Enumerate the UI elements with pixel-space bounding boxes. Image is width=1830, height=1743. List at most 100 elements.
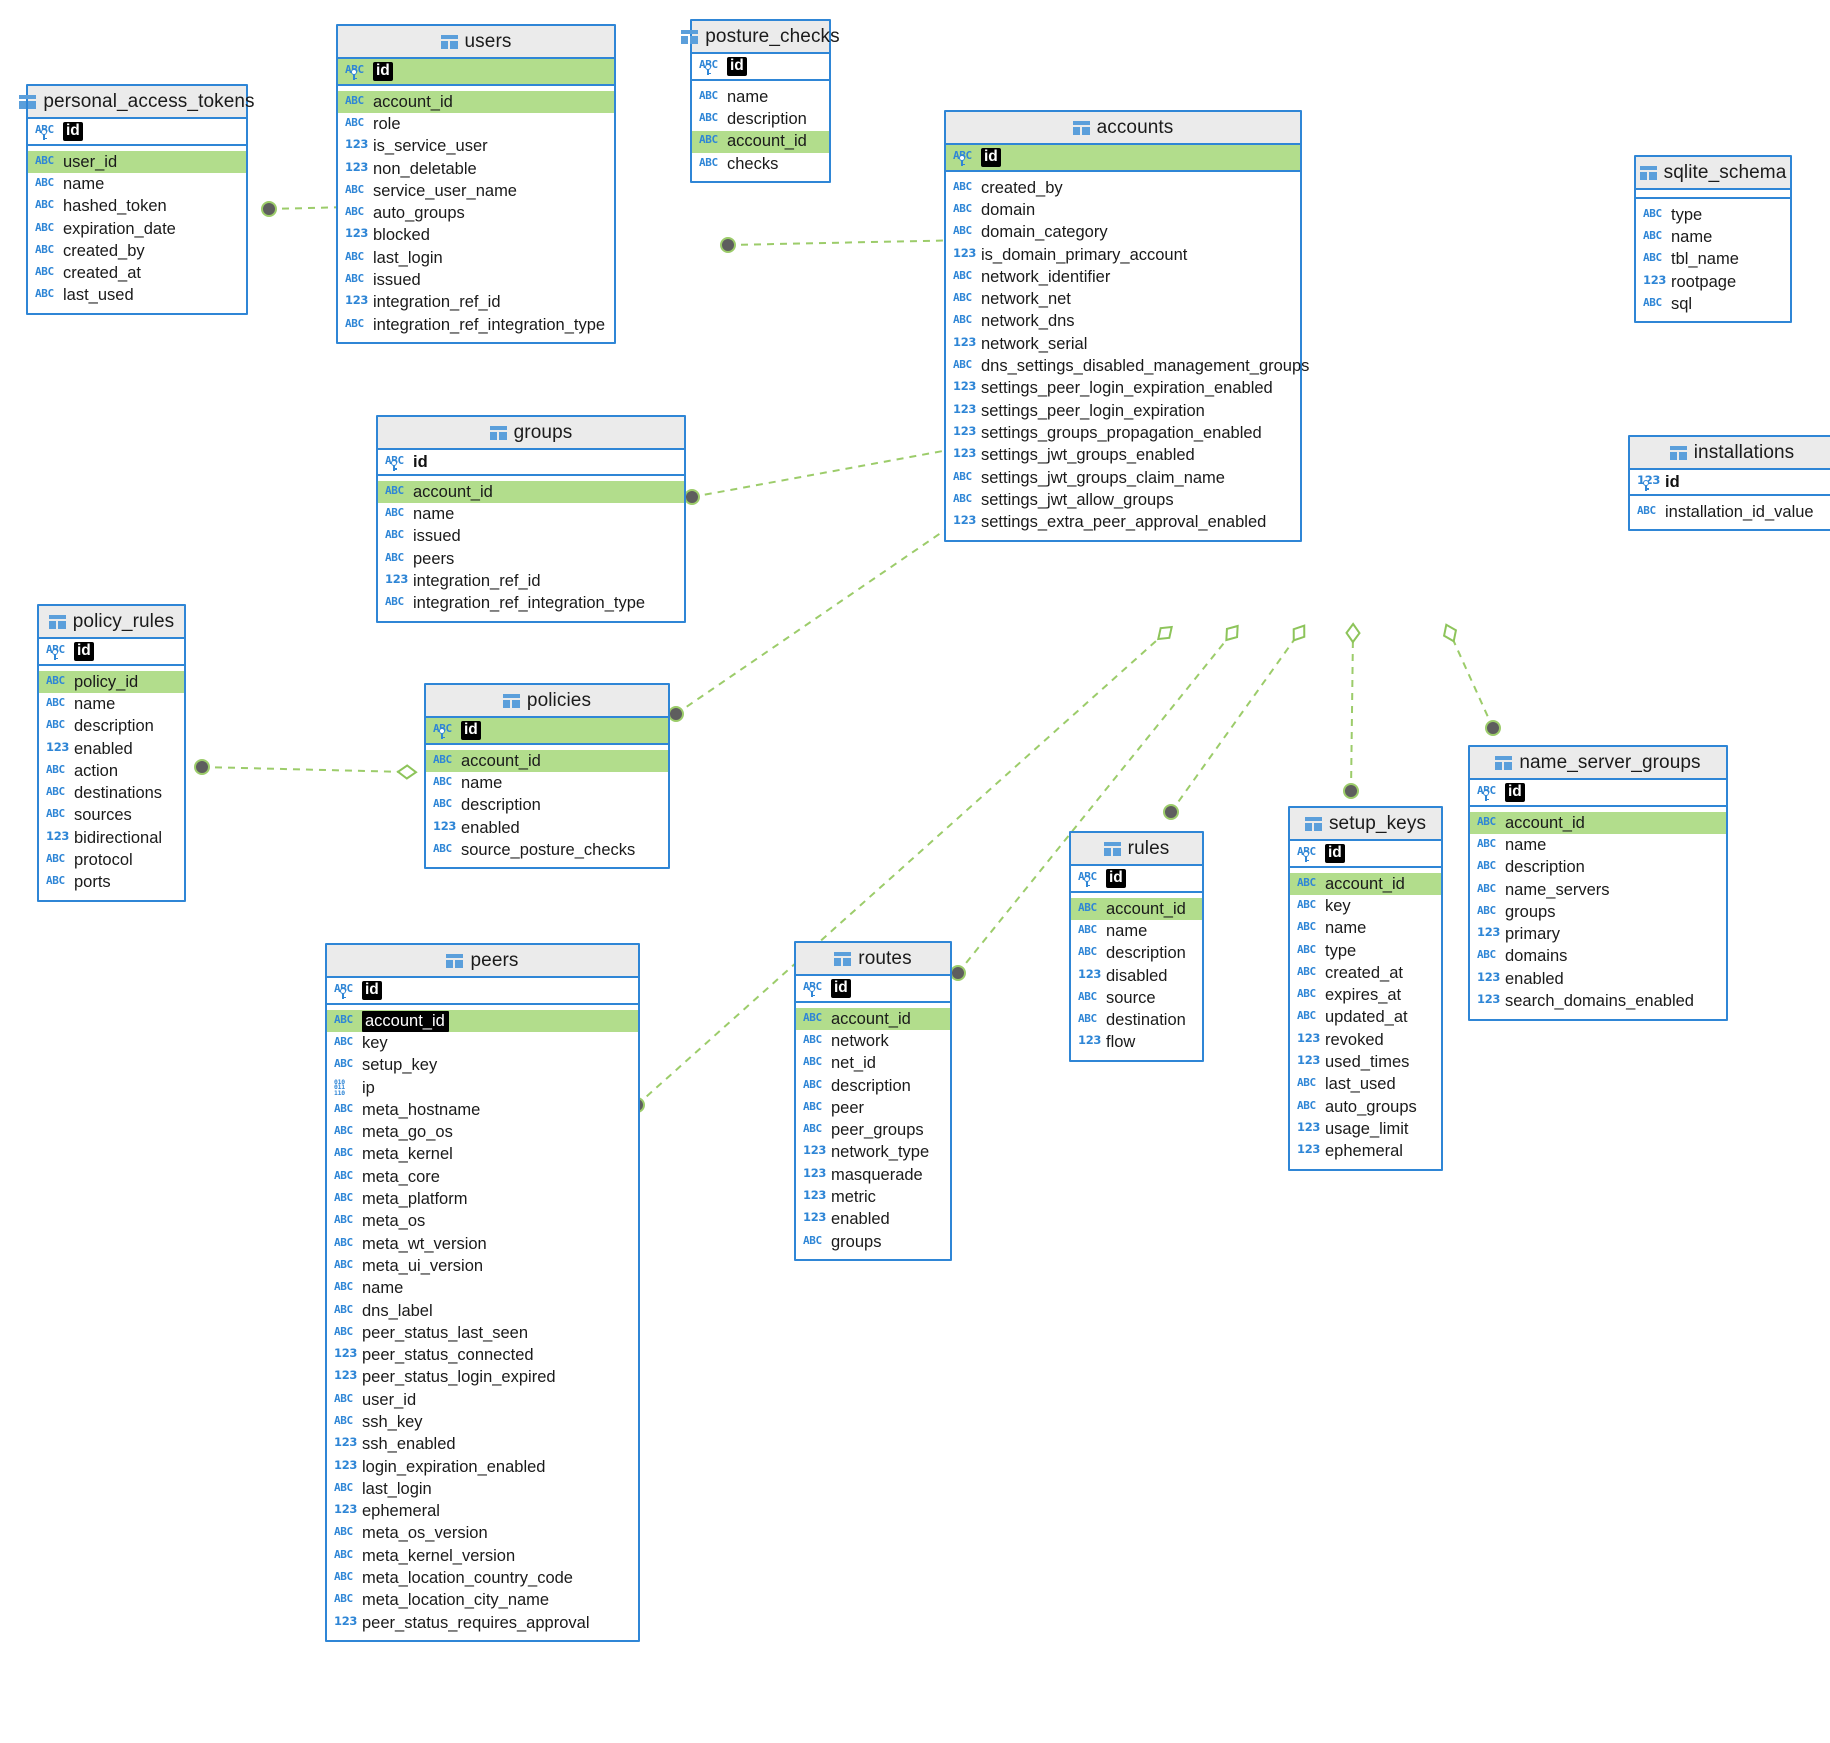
- entity-table-groups[interactable]: groupsABCidABCaccount_idABCnameABCissued…: [376, 415, 686, 623]
- table-header-sqlite_schema[interactable]: sqlite_schema: [1636, 157, 1790, 190]
- primary-key-row-groups[interactable]: ABCid: [378, 450, 684, 476]
- table-header-installations[interactable]: installations: [1630, 437, 1830, 470]
- entity-table-peers[interactable]: peersABCidABCaccount_idABCkeyABCsetup_ke…: [325, 943, 640, 1643]
- entity-table-name_server_groups[interactable]: name_server_groupsABCidABCaccount_idABCn…: [1468, 745, 1728, 1021]
- entity-table-accounts[interactable]: accountsABCidABCcreated_byABCdomainABCdo…: [944, 110, 1309, 542]
- entity-table-posture_checks[interactable]: posture_checksABCidABCnameABCdescription…: [681, 19, 840, 184]
- primary-key-row-name_server_groups[interactable]: ABCid: [1470, 780, 1726, 807]
- primary-key-row-sqlite_schema[interactable]: [1636, 190, 1790, 199]
- primary-key-row-accounts[interactable]: ABCid: [946, 145, 1300, 172]
- primary-key-row-personal_access_tokens[interactable]: ABCid: [28, 119, 246, 146]
- table-header-routes[interactable]: routes: [796, 943, 950, 976]
- primary-key-row-users[interactable]: ABCid: [338, 59, 614, 86]
- table-header-name_server_groups[interactable]: name_server_groups: [1470, 747, 1726, 780]
- primary-key-row-policies[interactable]: ABCid: [426, 718, 668, 745]
- primary-key-row-routes[interactable]: ABCid: [796, 976, 950, 1003]
- entity-table-policies[interactable]: policiesABCidABCaccount_idABCnameABCdesc…: [424, 683, 670, 870]
